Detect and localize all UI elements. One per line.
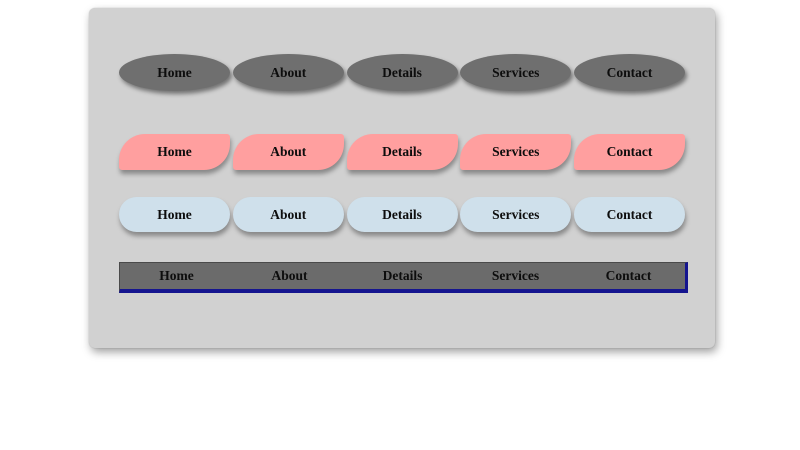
nav-bar-item-services[interactable]: Services <box>491 268 540 283</box>
menu-demo-card: Home About Details Services Contact Home… <box>89 8 715 348</box>
nav-ellipse-item-about[interactable]: About <box>232 54 344 91</box>
nav-leaf-item-contact[interactable]: Contact <box>574 134 685 170</box>
nav-pill: Home About Details Services Contact <box>119 197 685 232</box>
nav-pill-item-about[interactable]: About <box>232 197 344 232</box>
nav-ellipse-item-contact[interactable]: Contact <box>574 54 685 91</box>
nav-pill-item-home[interactable]: Home <box>119 197 230 232</box>
nav-pill-item-contact[interactable]: Contact <box>574 197 685 232</box>
nav-bar-item-contact[interactable]: Contact <box>605 268 652 283</box>
nav-ellipse-item-home[interactable]: Home <box>119 54 230 91</box>
nav-bar-item-details[interactable]: Details <box>382 268 423 283</box>
nav-bar-item-home[interactable]: Home <box>159 268 194 283</box>
nav-leaf-item-details[interactable]: Details <box>346 134 458 170</box>
nav-leaf-item-about[interactable]: About <box>232 134 344 170</box>
nav-leaf-item-home[interactable]: Home <box>119 134 230 170</box>
nav-bar: Home About Details Services Contact <box>119 262 688 293</box>
nav-ellipse-item-details[interactable]: Details <box>346 54 458 91</box>
nav-ellipse-item-services[interactable]: Services <box>460 54 572 91</box>
nav-ellipse: Home About Details Services Contact <box>119 54 685 91</box>
nav-pill-item-details[interactable]: Details <box>346 197 458 232</box>
nav-leaf-item-services[interactable]: Services <box>460 134 572 170</box>
nav-pill-item-services[interactable]: Services <box>460 197 572 232</box>
nav-bar-item-about[interactable]: About <box>271 268 308 283</box>
nav-leaf: Home About Details Services Contact <box>119 134 685 170</box>
